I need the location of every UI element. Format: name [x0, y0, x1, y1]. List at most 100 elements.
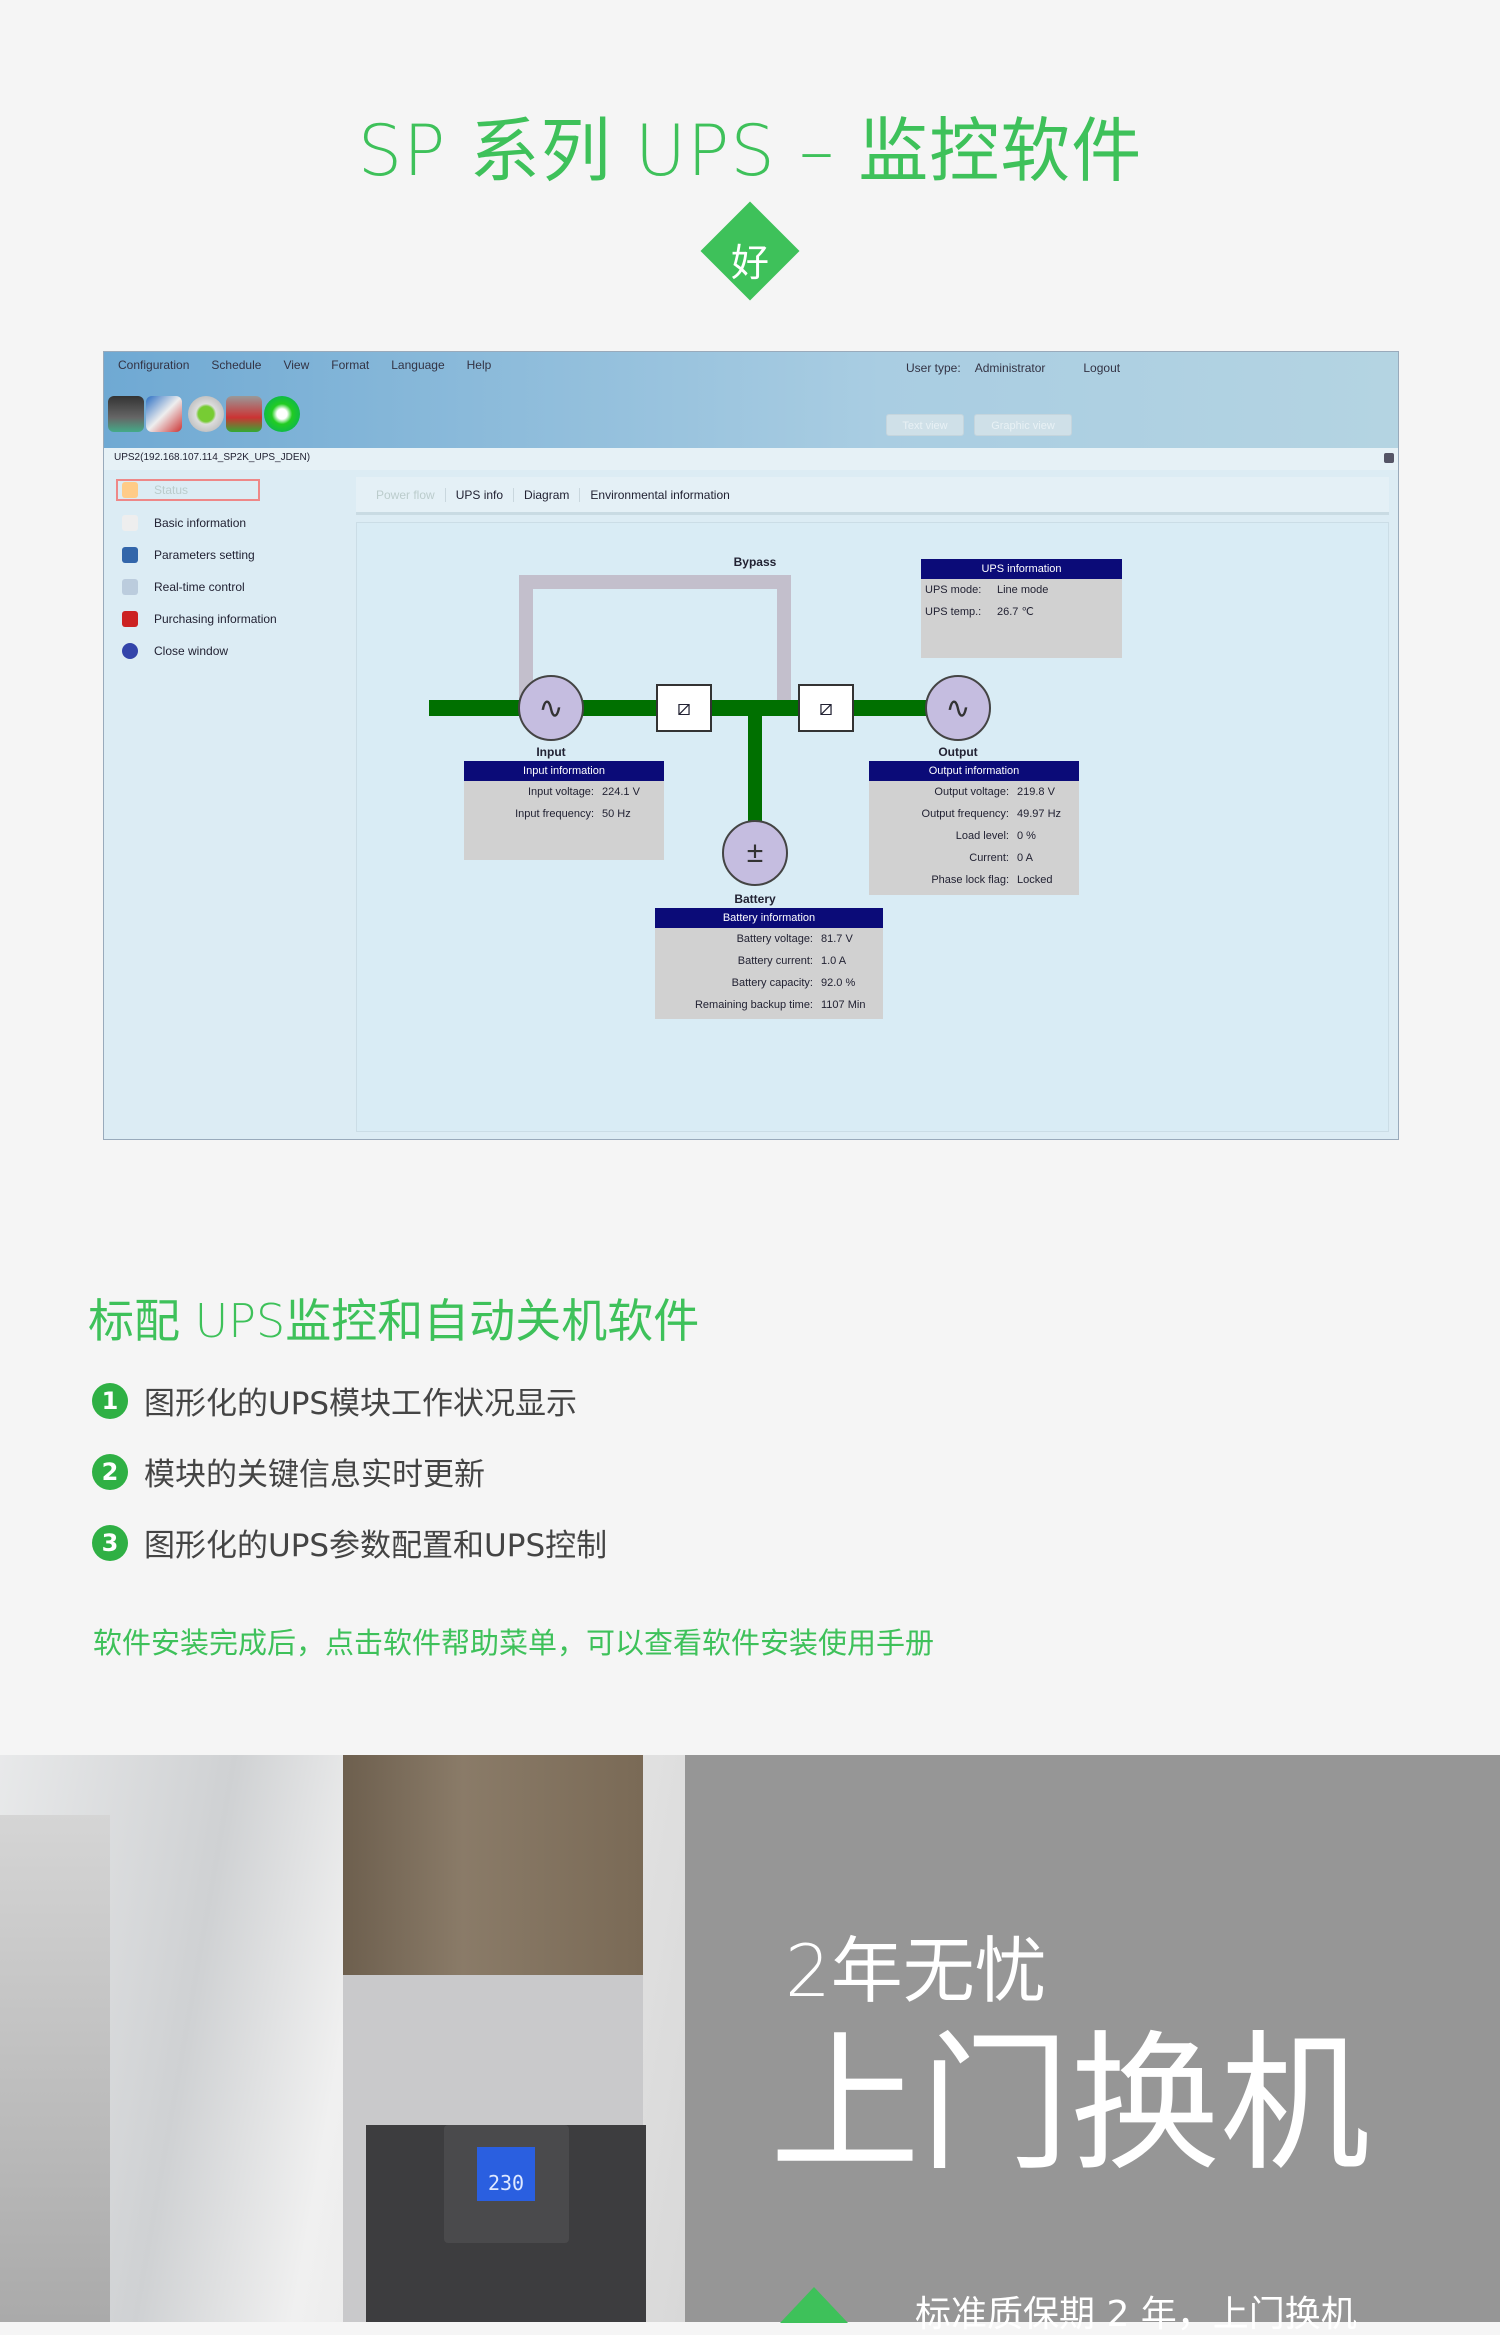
- info-value: 92.0 %: [821, 977, 856, 989]
- info-value: 224.1 V: [602, 786, 640, 798]
- tab-environmental-information[interactable]: Environmental information: [590, 487, 730, 502]
- text-view-button[interactable]: Text view: [886, 414, 964, 436]
- sidebar-label: Basic information: [154, 516, 247, 530]
- promo-subtitle: 2年无忧: [785, 1929, 1047, 2013]
- sidebar-item-parameters-setting[interactable]: Parameters setting: [122, 543, 255, 567]
- settings-icon[interactable]: [146, 396, 182, 432]
- sidebar-label: Status: [154, 483, 189, 497]
- info-key: Battery current:: [737, 955, 813, 967]
- feature-item: 1 图形化的UPS模块工作状况显示: [92, 1378, 577, 1423]
- user-bar: User type: Administrator Logout: [906, 361, 1120, 375]
- input-label: Input: [536, 745, 566, 759]
- info-key: Remaining backup time:: [694, 999, 813, 1011]
- feature-text: 图形化的UPS模块工作状况显示: [144, 1386, 578, 1422]
- bypass-line: [519, 575, 791, 589]
- sidebar-item-status[interactable]: Status: [122, 478, 188, 502]
- menu-view[interactable]: View: [283, 358, 310, 372]
- sidebar-label: Parameters setting: [154, 548, 255, 562]
- battery-info-title: Battery information: [655, 908, 883, 928]
- info-value: Locked: [1017, 874, 1053, 886]
- menu-bar: Configuration Schedule View Format Langu…: [118, 358, 491, 372]
- ups-mode-value: Line mode: [997, 584, 1049, 596]
- graphic-view-button[interactable]: Graphic view: [974, 414, 1072, 436]
- info-icon: [122, 515, 138, 531]
- install-note: 软件安装完成后，点击软件帮助菜单，可以查看软件安装使用手册: [93, 1626, 935, 1660]
- info-value: 1107 Min: [821, 999, 866, 1011]
- output-info-box: Output information Output voltage:219.8 …: [869, 761, 1079, 895]
- logout-link[interactable]: Logout: [1083, 361, 1121, 375]
- menu-format[interactable]: Format: [331, 358, 370, 372]
- battery-label: Battery: [734, 892, 776, 906]
- bypass-line-left: [519, 575, 533, 709]
- power-icon[interactable]: [188, 396, 224, 432]
- inverter-icon: ⧄: [798, 684, 854, 732]
- input-ac-icon: ∿: [518, 675, 584, 741]
- monitor-icon[interactable]: [108, 396, 144, 432]
- input-info-title: Input information: [464, 761, 664, 781]
- bypass-label: Bypass: [733, 555, 777, 569]
- bypass-line-right: [777, 575, 791, 709]
- page-title: SP 系列 UPS – 监控软件: [357, 110, 1143, 192]
- promo-panel: [685, 1755, 1500, 2322]
- info-value: 0 A: [1017, 852, 1033, 864]
- diagram-panel: Bypass ∿ Input ⧄ ⧄ ∿ Output ± Battery UP…: [356, 522, 1389, 1132]
- ups-info-title: UPS information: [921, 559, 1122, 579]
- tab-bar: Power flow UPS info Diagram Environmenta…: [356, 477, 1389, 515]
- info-value: 50 Hz: [602, 808, 631, 820]
- ups-temp-label: UPS temp.:: [925, 606, 982, 618]
- sidebar-item-real-time-control[interactable]: Real-time control: [122, 575, 245, 599]
- menu-language[interactable]: Language: [391, 358, 445, 372]
- info-key: Phase lock flag:: [931, 874, 1009, 886]
- tab-ups-info[interactable]: UPS info: [456, 487, 515, 502]
- ups-monitor-window: Configuration Schedule View Format Langu…: [103, 351, 1399, 1140]
- info-key: Input frequency:: [515, 808, 594, 820]
- sidebar-item-purchasing-information[interactable]: Purchasing information: [122, 607, 277, 631]
- badge-text: 好: [730, 241, 769, 285]
- output-label: Output: [938, 745, 978, 759]
- battery-info-box: Battery information Battery voltage:81.7…: [655, 908, 883, 1019]
- status-selection: [116, 479, 260, 501]
- sidebar-label: Close window: [154, 644, 229, 658]
- tab-power-flow[interactable]: Power flow: [376, 487, 446, 502]
- purchase-icon: [122, 611, 138, 627]
- info-key: Current:: [969, 852, 1009, 864]
- control-icon: [122, 579, 138, 595]
- close-icon: [122, 643, 138, 659]
- header-bar: Configuration Schedule View Format Langu…: [104, 352, 1398, 448]
- tab-diagram[interactable]: Diagram: [524, 487, 581, 502]
- battery-icon: ±: [722, 820, 788, 886]
- menu-schedule[interactable]: Schedule: [211, 358, 262, 372]
- input-info-box: Input information Input voltage:224.1 V …: [464, 761, 664, 860]
- info-key: Load level:: [955, 830, 1009, 842]
- output-ac-icon: ∿: [925, 675, 991, 741]
- menu-configuration[interactable]: Configuration: [118, 358, 190, 372]
- info-value: 0 %: [1017, 830, 1036, 842]
- lcd-display: 230: [477, 2147, 535, 2201]
- output-info-title: Output information: [869, 761, 1079, 781]
- promo-caption: 标准质保期 2 年，上门换机: [915, 2294, 1357, 2335]
- ups-info-box: UPS information UPS mode: Line mode UPS t…: [921, 559, 1122, 658]
- refresh-icon[interactable]: [264, 396, 300, 432]
- info-value: 49.97 Hz: [1017, 808, 1062, 820]
- corridor: [0, 1815, 110, 2322]
- sidebar-label: Real-time control: [154, 580, 245, 594]
- ups-device: 230: [366, 2125, 646, 2322]
- number-badge: 1: [92, 1382, 128, 1419]
- parameters-icon: [122, 547, 138, 563]
- status-icon: [122, 482, 138, 498]
- sidebar-item-basic-information[interactable]: Basic information: [122, 511, 246, 535]
- sidebar: Status Basic information Parameters sett…: [114, 477, 339, 1127]
- close-panel-icon[interactable]: [1384, 453, 1394, 463]
- info-key: Battery voltage:: [736, 933, 813, 945]
- ups-temp-value: 26.7 ℃: [997, 606, 1034, 618]
- menu-help[interactable]: Help: [466, 358, 492, 372]
- user-type-label: User type:: [906, 361, 961, 375]
- info-key: Output frequency:: [921, 808, 1009, 820]
- ups-mode-label: UPS mode:: [925, 584, 982, 596]
- rectifier-icon: ⧄: [656, 684, 712, 732]
- tools-icon[interactable]: [226, 396, 262, 432]
- feature-text: 模块的关键信息实时更新: [144, 1457, 485, 1493]
- sidebar-item-close-window[interactable]: Close window: [122, 639, 228, 663]
